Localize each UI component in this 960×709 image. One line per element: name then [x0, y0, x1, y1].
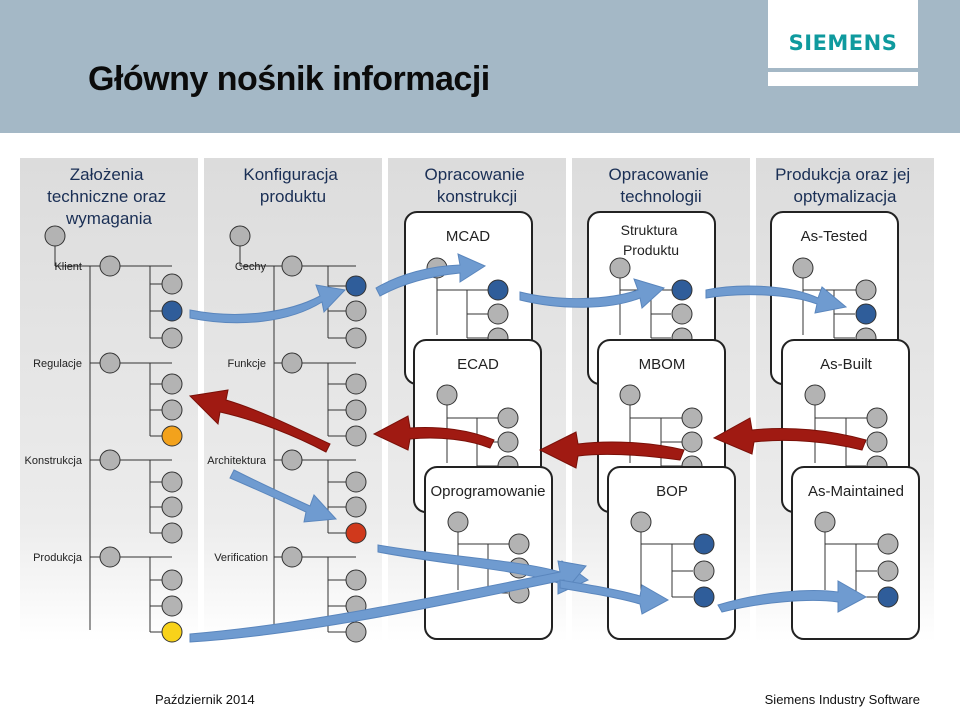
- card-as-maintained-label: As-Maintained: [808, 483, 904, 500]
- siemens-logo: SIEMENS: [788, 31, 898, 55]
- row-label-cechy: Cechy: [235, 261, 267, 273]
- card-as-built-label: As-Built: [820, 356, 873, 373]
- row-label-konstrukcja: Konstrukcja: [25, 455, 83, 467]
- red-arrow-2: [372, 415, 495, 451]
- footer-date: Październik 2014: [155, 692, 255, 707]
- column-heading-5: Produkcja oraz jej optymalizacja: [775, 165, 915, 206]
- blue-arrow-1: [189, 284, 347, 324]
- tree-nodes-column-2: [229, 225, 367, 643]
- row-label-verification: Verification: [214, 552, 268, 564]
- blue-arrow-4: [705, 285, 848, 314]
- slide-title: Główny nośnik informacji: [88, 60, 490, 98]
- column-heading-1: Założenia techniczne oraz wymagania: [47, 165, 171, 228]
- tree-column-2: [239, 236, 356, 633]
- card-mcad-label: MCAD: [446, 228, 490, 245]
- row-label-funkcje: Funkcje: [227, 358, 266, 370]
- logo-stripe: [768, 72, 918, 86]
- row-label-regulacje: Regulacje: [33, 358, 82, 370]
- red-arrow-3: [538, 431, 685, 469]
- blue-flow-arrows: [189, 253, 868, 643]
- blue-arrow-8: [559, 579, 670, 615]
- blue-arrow-2: [375, 253, 487, 297]
- tree-nodes-column-1: [44, 225, 183, 643]
- card-stack-column-4: Struktura Produktu MBOM BOP: [587, 211, 736, 640]
- blue-arrow-3: [519, 278, 665, 309]
- blue-arrow-7: [189, 560, 587, 643]
- blue-arrow-9: [717, 580, 868, 613]
- column-heading-4: Opracowanie technologii: [609, 165, 714, 206]
- row-label-klient: Klient: [54, 261, 82, 273]
- card-stack-column-5: As-Tested As-Built As-Maintained: [770, 211, 920, 640]
- row-label-architektura: Architektura: [207, 455, 267, 467]
- card-bop-label: BOP: [656, 483, 688, 500]
- logo-box: [768, 0, 918, 68]
- information-carrier-diagram: Założenia techniczne oraz wymagania Konf…: [20, 158, 934, 643]
- red-feedback-arrows: [188, 389, 867, 469]
- card-ecad-label: ECAD: [457, 356, 499, 373]
- card-as-tested-label: As-Tested: [801, 228, 868, 245]
- card-struktura-produktu-label: Struktura Produktu: [621, 222, 682, 258]
- red-arrow-4: [712, 417, 867, 455]
- card-stack-column-3: MCAD ECAD Oprogramowanie: [404, 211, 553, 640]
- row-label-produkcja: Produkcja: [33, 552, 83, 564]
- column-heading-2: Konfiguracja produktu: [243, 165, 342, 206]
- blue-arrow-5: [229, 469, 338, 523]
- footer-company: Siemens Industry Software: [764, 692, 920, 707]
- red-arrow-1: [188, 389, 331, 453]
- card-oprogramowanie-label: Oprogramowanie: [430, 483, 545, 500]
- card-mbom-label: MBOM: [639, 356, 686, 373]
- column-heading-3: Opracowanie konstrukcji: [425, 165, 530, 206]
